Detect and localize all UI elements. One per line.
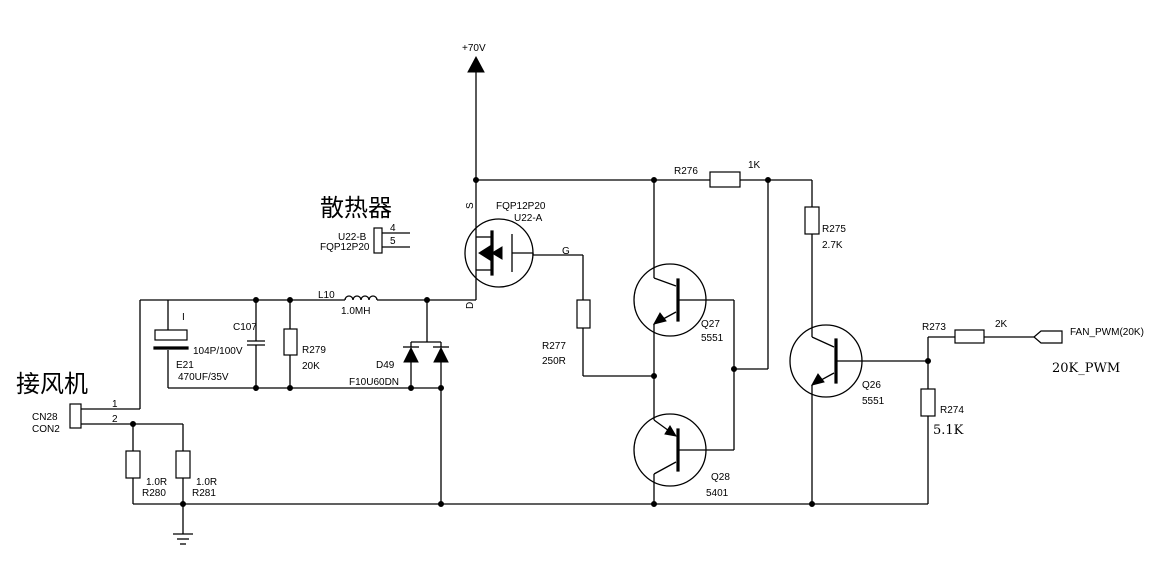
r281-value: 1.0R [196,477,217,488]
q27-value: 5551 [701,333,724,344]
resistor-r280: 1.0R R280 [125,424,167,504]
fan-pwm-port: FAN_PWM(20K) 20K_PWM [1033,327,1144,376]
q28-value: 5401 [706,488,729,499]
pin-d-label: D [465,302,476,309]
l10-value: 1.0MH [341,306,370,317]
mosfet-u22a: S D FQP12P20 U22-A [464,180,546,309]
e21-value: 470UF/35V [178,372,229,383]
cn28-ref: CN28 [32,412,58,423]
resistor-r274: R274 5.1K [920,361,964,504]
r274-ref: R274 [940,405,964,416]
resistor-r276: R276 1K [674,160,761,188]
r276-ref: R276 [674,166,698,177]
mosfet-part: FQP12P20 [496,201,546,212]
diode-d49: D49 F10U60DN [349,300,449,504]
q26-ref: Q26 [862,380,881,391]
top-rail [473,177,812,183]
heatsink-label: 散热器 [320,194,392,222]
r281-ref: R281 [192,488,216,499]
cn-pin1: 1 [112,399,118,410]
r277-ref: R277 [542,341,566,352]
pin5: 5 [390,236,396,247]
u22b-ref: U22-B [338,232,367,243]
r276-value: 1K [748,160,761,171]
mosfet-ref: U22-A [514,213,543,224]
transistor-q28: Q28 5401 [633,413,734,504]
q28-ref: Q28 [711,472,730,483]
r273-ref: R273 [922,322,946,333]
heatsink-u22b: 散热器 4 5 U22-B FQP12P20 [320,194,410,254]
pin-g-label: G [562,246,570,257]
fan-label: 接风机 [16,370,88,398]
capacitor-c107: C107 104P/100V [193,300,265,388]
r277-value: 250R [542,356,566,367]
cn-pin2: 2 [112,414,118,425]
resistor-r281: 1.0R R281 [175,424,217,504]
transistor-q26: Q26 5551 [789,324,931,504]
resistor-r273: R273 2K [922,319,1034,361]
r280-ref: R280 [142,488,166,499]
capacitor-e21: I E21 470UF/35V [153,300,229,388]
r275-ref: R275 [822,224,846,235]
supply-label: +70V [462,43,486,54]
q27-ref: Q27 [701,319,720,330]
cn28-part: CON2 [32,424,60,435]
c107-value: 104P/100V [193,346,243,357]
r279-ref: R279 [302,345,326,356]
r280-value: 1.0R [146,477,167,488]
r274-value: 5.1K [933,423,964,438]
pwm-note: 20K_PWM [1052,361,1120,376]
d49-part: F10U60DN [349,377,399,388]
supply-arrow [467,55,485,73]
resistor-r279: R279 20K [283,300,326,388]
resistor-r275: R275 2.7K [804,180,846,337]
supply-node: +70V [462,43,486,180]
e21-ref: E21 [176,360,194,371]
ground-rail [133,501,928,545]
r275-value: 2.7K [822,240,843,251]
fan-pwm-port-label: FAN_PWM(20K) [1070,327,1144,338]
c107-ref: C107 [233,322,257,333]
drain-rail: L10 1.0MH [140,290,476,317]
e21-plus: I [182,312,185,323]
pin-s-label: S [465,202,476,209]
q26-value: 5551 [862,396,885,407]
gate-net: G [533,246,584,300]
pin4: 4 [390,223,396,234]
transistor-q27: Q27 5551 [633,180,734,420]
r279-value: 20K [302,361,320,372]
base-drive-net [731,180,769,450]
d49-ref: D49 [376,360,395,371]
r273-value: 2K [995,319,1008,330]
connector-cn28: 接风机 1 2 CN28 CON2 [16,300,183,435]
l10-ref: L10 [318,290,335,301]
resistor-r277: R277 250R [542,299,657,379]
u22b-part: FQP12P20 [320,242,370,253]
